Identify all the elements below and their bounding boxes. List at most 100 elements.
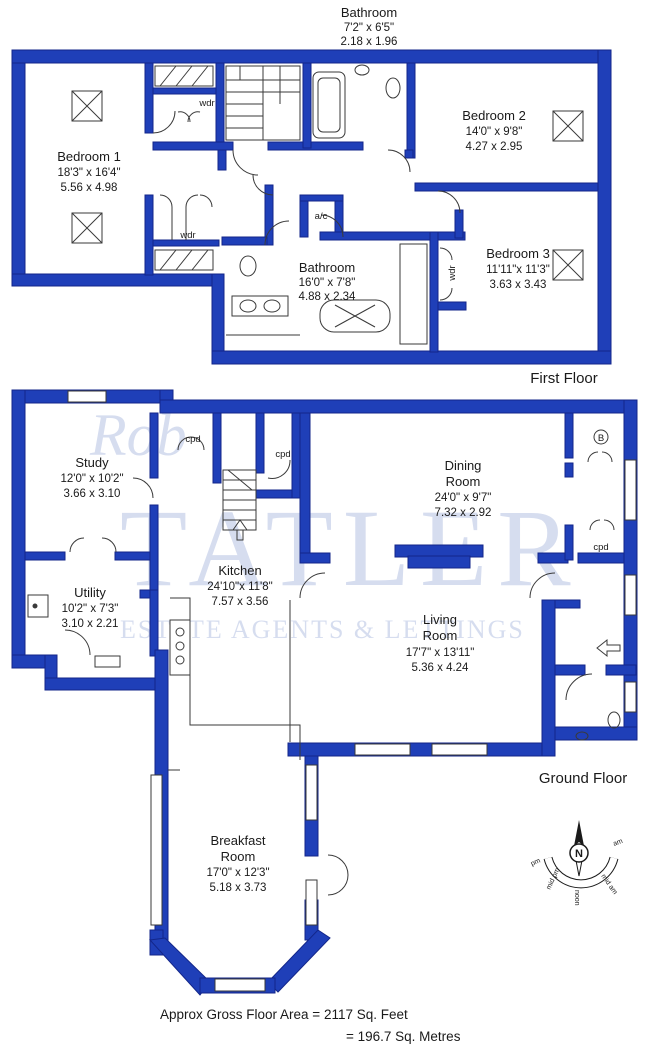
room-name-kitchen: Kitchen bbox=[218, 563, 261, 578]
window bbox=[214, 978, 266, 992]
door-swing bbox=[132, 477, 154, 499]
window bbox=[94, 655, 121, 668]
wardrobe-doors bbox=[439, 247, 453, 301]
first-floor-fixtures bbox=[71, 64, 584, 345]
label-wdr: wdr bbox=[179, 230, 195, 241]
shower-enclosure bbox=[399, 243, 428, 345]
wall bbox=[577, 552, 625, 564]
ground-door-swings bbox=[64, 436, 615, 896]
room-dims-imperial-bedroom-3: 11'11"x 11'3" bbox=[486, 264, 550, 276]
toilet-icon bbox=[385, 77, 401, 99]
wardrobe-doors bbox=[159, 194, 213, 240]
wall bbox=[11, 49, 611, 64]
staircase-icon bbox=[225, 65, 301, 141]
room-dims-metric-utility: 3.10 x 2.21 bbox=[62, 618, 119, 630]
staircase-icon bbox=[222, 469, 257, 541]
label-ac: a/c bbox=[315, 211, 328, 222]
wall bbox=[429, 231, 439, 353]
room-dims-metric-dining: 7.32 x 2.92 bbox=[435, 507, 492, 519]
basin-icon bbox=[354, 64, 370, 76]
window bbox=[624, 574, 637, 616]
wall bbox=[554, 599, 581, 609]
room-name-bedroom-1: Bedroom 1 bbox=[57, 149, 121, 164]
wall bbox=[319, 231, 466, 241]
wall bbox=[564, 462, 574, 478]
wall bbox=[217, 149, 227, 171]
sun-path-arc-inner bbox=[544, 857, 618, 888]
room-name-bedroom-3: Bedroom 3 bbox=[486, 246, 550, 261]
wall bbox=[255, 489, 297, 499]
wall bbox=[564, 412, 574, 459]
wall bbox=[159, 399, 637, 414]
room-dims-metric-kitchen: 7.57 x 3.56 bbox=[212, 596, 269, 608]
window bbox=[431, 743, 488, 756]
room-dims-metric-bedroom-1: 5.56 x 4.98 bbox=[61, 182, 118, 194]
compass-center bbox=[569, 843, 589, 863]
room-name-bathroom-mid: Bathroom bbox=[299, 260, 355, 275]
gross-floor-area-sqm: = 196.7 Sq. Metres bbox=[346, 1029, 461, 1044]
door-swing bbox=[299, 572, 326, 599]
wall bbox=[152, 87, 220, 95]
label-boiler: B bbox=[598, 433, 604, 444]
wardrobe-doors bbox=[177, 111, 201, 123]
basin-icon bbox=[239, 299, 257, 313]
gross-floor-area-sqft: Approx Gross Floor Area = 2117 Sq. Feet bbox=[160, 1007, 408, 1022]
wall bbox=[554, 664, 586, 676]
vanity-unit bbox=[231, 295, 289, 317]
window bbox=[624, 459, 637, 521]
room-name-breakfast-line2: Room bbox=[221, 849, 256, 864]
wall bbox=[291, 412, 301, 499]
wall bbox=[149, 589, 159, 657]
window bbox=[305, 764, 318, 821]
window bbox=[67, 390, 107, 403]
wall bbox=[541, 599, 556, 757]
north-label: N bbox=[575, 848, 583, 860]
wall bbox=[149, 504, 159, 591]
room-dims-metric-bedroom-2: 4.27 x 2.95 bbox=[466, 141, 523, 153]
wall bbox=[287, 742, 552, 757]
label-cpd: cpd bbox=[185, 434, 200, 445]
room-dims-imperial-bedroom-1: 18'3" x 16'4" bbox=[57, 167, 120, 179]
bathtub-icon bbox=[319, 299, 391, 333]
label-cpd: cpd bbox=[593, 542, 608, 553]
room-name-dining-line1: Dining bbox=[445, 458, 482, 473]
room-dims-metric-bathroom-mid: 4.88 x 2.34 bbox=[299, 291, 357, 303]
hatched-cupboard bbox=[154, 249, 214, 271]
label-cpd: cpd bbox=[275, 449, 290, 460]
wall bbox=[302, 62, 312, 149]
wall bbox=[114, 551, 156, 561]
agent-watermark: Rob TATLER ESTATE AGENTS & LETTINGS bbox=[89, 402, 571, 644]
wall bbox=[44, 677, 156, 691]
room-name-bedroom-2: Bedroom 2 bbox=[462, 108, 526, 123]
room-dims-imperial-utility: 10'2" x 7'3" bbox=[62, 603, 119, 615]
wall bbox=[605, 664, 637, 676]
door-swing bbox=[437, 190, 461, 214]
toilet-icon bbox=[239, 255, 257, 277]
sink-icon bbox=[27, 594, 49, 618]
door-swing bbox=[320, 214, 344, 238]
sun-label-noon: noon bbox=[573, 890, 580, 906]
room-name-study: Study bbox=[75, 455, 109, 470]
wall bbox=[212, 412, 222, 484]
floor-label-ground: Ground Floor bbox=[539, 770, 627, 787]
window bbox=[354, 743, 411, 756]
toilet-icon bbox=[607, 711, 621, 729]
wall bbox=[144, 62, 154, 134]
skylight-icon bbox=[552, 249, 584, 281]
sun-label-pm: pm bbox=[530, 857, 542, 868]
wall bbox=[215, 62, 225, 146]
wall bbox=[264, 184, 274, 246]
room-dims-metric-study: 3.66 x 3.10 bbox=[64, 488, 121, 500]
room-name-utility: Utility bbox=[74, 585, 106, 600]
window bbox=[150, 774, 163, 926]
door-swing bbox=[387, 149, 411, 173]
room-dims-imperial-bathroom-mid: 16'0" x 7'8" bbox=[299, 277, 356, 289]
double-door-swing bbox=[327, 854, 349, 896]
label-wdr: wdr bbox=[198, 98, 214, 109]
room-name-bathroom-top: Bathroom bbox=[341, 5, 397, 20]
basin-icon bbox=[575, 731, 589, 741]
bathtub-inner bbox=[317, 77, 341, 133]
door-swing bbox=[232, 149, 259, 176]
compass-sun-path: N am mid am noon mid pm pm bbox=[530, 820, 624, 906]
